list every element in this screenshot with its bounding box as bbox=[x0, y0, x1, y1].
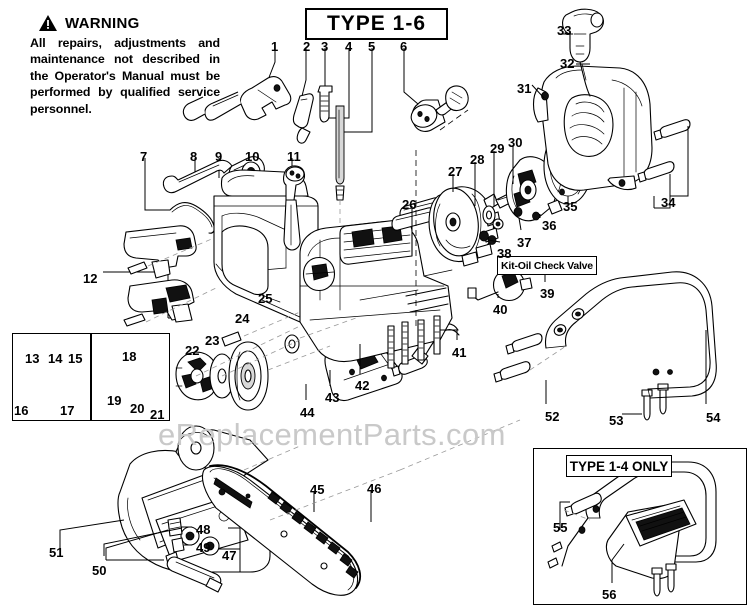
callout-number-7: 7 bbox=[140, 149, 148, 164]
callout-number-54: 54 bbox=[706, 410, 721, 425]
part-7-spring bbox=[169, 201, 215, 234]
callout-number-22: 22 bbox=[185, 343, 200, 358]
callout-number-40: 40 bbox=[493, 302, 508, 317]
part-12-triggers bbox=[123, 225, 217, 327]
part-53-bolts bbox=[622, 383, 669, 421]
callout-number-26: 26 bbox=[402, 197, 417, 212]
part-25-pin bbox=[221, 311, 301, 347]
detail-panel-right bbox=[90, 333, 170, 421]
callout-number-53: 53 bbox=[609, 413, 624, 428]
part-45-46-bar-chain bbox=[201, 464, 372, 596]
warning-triangle-icon bbox=[39, 15, 57, 31]
type-1-4-panel bbox=[533, 448, 747, 605]
warning-block: WARNING All repairs, adjustments and mai… bbox=[30, 14, 220, 117]
callout-number-37: 37 bbox=[517, 235, 532, 250]
part-32-33-starter-rope bbox=[561, 8, 605, 97]
part-2-3-lever-screw bbox=[292, 85, 333, 144]
callout-number-31: 31 bbox=[517, 81, 532, 96]
part-31-starter-housing bbox=[532, 65, 653, 191]
callout-number-34: 34 bbox=[661, 195, 676, 210]
callout-number-18: 18 bbox=[122, 349, 137, 364]
callout-number-12: 12 bbox=[83, 271, 98, 286]
callout-number-45: 45 bbox=[310, 482, 325, 497]
warning-title: WARNING bbox=[65, 14, 140, 32]
callout-number-46: 46 bbox=[367, 481, 382, 496]
oil-check-valve-caption: Kit-Oil Check Valve bbox=[497, 256, 597, 275]
callout-number-49: 49 bbox=[196, 540, 211, 555]
part-34-screws bbox=[637, 119, 691, 209]
callout-number-56: 56 bbox=[602, 587, 617, 602]
callout-number-27: 27 bbox=[448, 164, 463, 179]
callout-number-55: 55 bbox=[553, 520, 568, 535]
callout-number-5: 5 bbox=[368, 39, 376, 54]
type-1-4-only-caption: TYPE 1-4 ONLY bbox=[566, 455, 672, 477]
callout-number-21: 21 bbox=[150, 407, 165, 422]
callout-number-41: 41 bbox=[452, 345, 467, 360]
part-41-screws bbox=[387, 315, 441, 369]
callout-number-15: 15 bbox=[68, 351, 83, 366]
callout-number-17: 17 bbox=[60, 403, 75, 418]
part-10-11-housing bbox=[213, 165, 319, 323]
callout-number-4: 4 bbox=[345, 39, 353, 54]
callout-number-19: 19 bbox=[107, 393, 122, 408]
callout-number-39: 39 bbox=[540, 286, 555, 301]
callout-number-8: 8 bbox=[190, 149, 198, 164]
callout-number-23: 23 bbox=[205, 333, 220, 348]
callout-number-3: 3 bbox=[321, 39, 329, 54]
callout-number-35: 35 bbox=[563, 199, 578, 214]
part-1-bracket bbox=[182, 76, 292, 121]
callout-number-44: 44 bbox=[300, 405, 315, 420]
callout-number-29: 29 bbox=[490, 141, 505, 156]
callout-number-14: 14 bbox=[48, 351, 63, 366]
part-54-handle-bar bbox=[544, 271, 717, 404]
callout-number-25: 25 bbox=[258, 291, 273, 306]
warning-header: WARNING bbox=[38, 14, 220, 32]
type-title-label: TYPE 1-6 bbox=[326, 12, 427, 35]
part-22-clutch bbox=[175, 351, 219, 401]
callout-number-33: 33 bbox=[557, 23, 572, 38]
part-52-screws bbox=[493, 333, 567, 404]
detail-panel-left bbox=[12, 333, 92, 421]
callout-number-9: 9 bbox=[215, 149, 223, 164]
callout-number-38: 38 bbox=[497, 246, 512, 261]
callout-number-32: 32 bbox=[560, 56, 575, 71]
callout-number-20: 20 bbox=[130, 401, 145, 416]
type-title-box: TYPE 1-6 bbox=[305, 8, 448, 40]
oil-check-valve-label: Kit-Oil Check Valve bbox=[501, 259, 593, 272]
callout-number-1: 1 bbox=[271, 39, 279, 54]
assembly-axis-lines bbox=[195, 317, 521, 521]
type-1-4-only-label: TYPE 1-4 ONLY bbox=[569, 458, 669, 474]
part-27-flywheel-cover bbox=[428, 186, 501, 267]
part-24-drum bbox=[228, 341, 269, 411]
callout-number-28: 28 bbox=[470, 152, 485, 167]
type-1-4-panel-artwork bbox=[547, 461, 717, 597]
callout-number-16: 16 bbox=[14, 403, 29, 418]
chassis-main-body bbox=[299, 219, 453, 363]
callout-number-2: 2 bbox=[303, 39, 311, 54]
callout-number-13: 13 bbox=[25, 351, 40, 366]
callout-number-30: 30 bbox=[508, 135, 523, 150]
callout-number-47: 47 bbox=[222, 548, 237, 563]
part-4-5-rod bbox=[335, 105, 345, 240]
parts-37-40-small bbox=[467, 207, 533, 302]
callout-number-36: 36 bbox=[542, 218, 557, 233]
leader-lines-right bbox=[305, 33, 590, 400]
callout-number-52: 52 bbox=[545, 409, 560, 424]
callout-number-6: 6 bbox=[400, 39, 408, 54]
callout-number-50: 50 bbox=[92, 563, 107, 578]
callout-number-24: 24 bbox=[235, 311, 250, 326]
callout-number-51: 51 bbox=[49, 545, 64, 560]
part-6-throttle-link bbox=[410, 85, 469, 132]
part-47-48-49-hardware bbox=[165, 517, 241, 593]
callout-number-42: 42 bbox=[355, 378, 370, 393]
callout-number-11: 11 bbox=[287, 149, 301, 164]
callout-number-48: 48 bbox=[196, 522, 211, 537]
callout-number-43: 43 bbox=[325, 390, 340, 405]
part-50-nuts bbox=[103, 527, 183, 556]
dashed-callout-5 bbox=[415, 109, 469, 330]
callout-number-10: 10 bbox=[245, 149, 260, 164]
warning-text: All repairs, adjustments and maintenance… bbox=[30, 36, 220, 116]
